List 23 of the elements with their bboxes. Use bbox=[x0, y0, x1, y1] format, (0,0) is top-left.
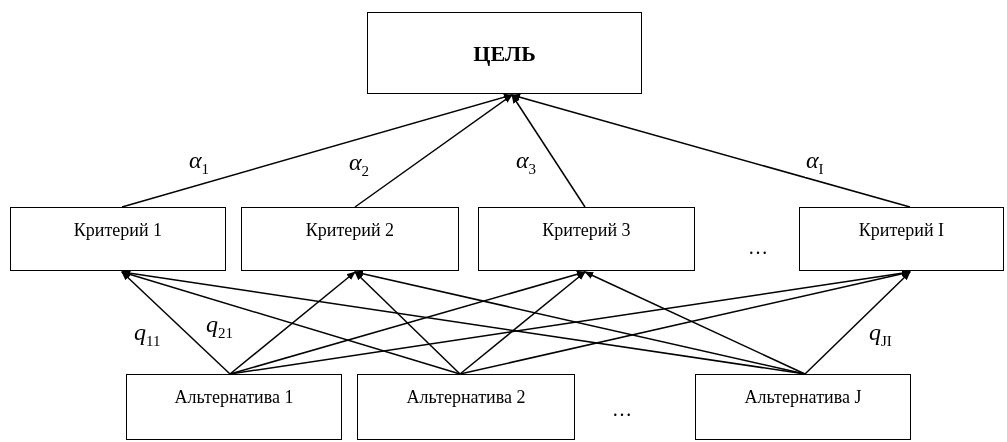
arrow bbox=[354, 94, 513, 208]
goal-box: ЦЕЛЬ bbox=[367, 12, 642, 94]
arrow bbox=[511, 94, 586, 208]
criterion-box: Критерий I bbox=[799, 207, 1004, 271]
arrow bbox=[229, 271, 356, 375]
alternative-box: Альтернатива 1 bbox=[126, 374, 342, 440]
arrow bbox=[459, 270, 911, 375]
alternative-box: Альтернатива 2 bbox=[357, 374, 575, 440]
arrow bbox=[511, 93, 911, 208]
ellipsis: … bbox=[612, 398, 632, 421]
alternative-box: Альтернатива J bbox=[695, 374, 911, 440]
arrow bbox=[459, 271, 586, 375]
criterion-box: Критерий 2 bbox=[241, 207, 459, 271]
criterion-box: Критерий 3 bbox=[478, 207, 695, 271]
arrow bbox=[354, 271, 461, 375]
arrow bbox=[121, 93, 513, 208]
criterion-box: Критерий 1 bbox=[10, 207, 226, 271]
ellipsis: … bbox=[748, 236, 768, 259]
arrow bbox=[804, 271, 911, 375]
arrow bbox=[584, 271, 806, 375]
arrow bbox=[121, 271, 231, 375]
arrow bbox=[229, 270, 586, 375]
arrow bbox=[121, 270, 461, 375]
